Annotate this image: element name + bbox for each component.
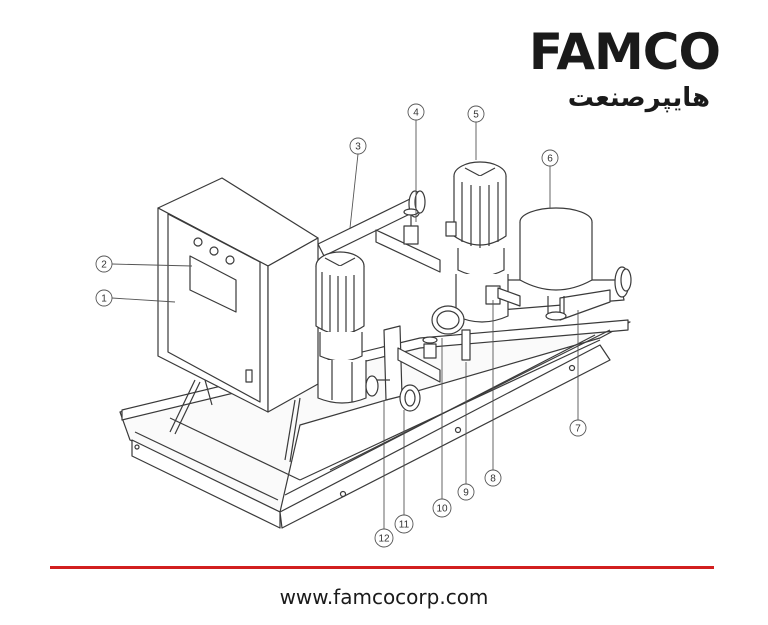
callout-2: 2 xyxy=(95,255,113,273)
brand-logo: FAMCO هایپرصنعت xyxy=(510,23,721,124)
callout-11: 11 xyxy=(394,514,414,534)
callout-9: 9 xyxy=(457,483,475,501)
callout-10: 10 xyxy=(432,498,452,518)
svg-text:6: 6 xyxy=(547,154,553,165)
suction-assembly xyxy=(365,287,521,412)
callout-1: 1 xyxy=(95,289,113,307)
gate-valve-top xyxy=(403,208,419,245)
callout-7: 7 xyxy=(569,419,587,437)
svg-text:7: 7 xyxy=(575,424,581,435)
pressure-tank xyxy=(519,207,593,321)
footer-website-url[interactable]: www.famcocorp.com xyxy=(279,585,489,609)
pump-left xyxy=(315,251,367,404)
callout-5: 5 xyxy=(467,105,485,123)
footer-divider xyxy=(50,566,714,569)
callout-4: 4 xyxy=(407,103,425,121)
brand-name-persian: هایپرصنعت xyxy=(567,83,710,113)
svg-text:11: 11 xyxy=(399,520,410,531)
svg-text:1: 1 xyxy=(101,294,107,305)
svg-text:10: 10 xyxy=(436,504,448,515)
svg-text:12: 12 xyxy=(378,534,390,545)
callout-3: 3 xyxy=(349,137,367,155)
control-panel xyxy=(157,177,319,463)
callout-12: 12 xyxy=(374,528,394,548)
pump-right xyxy=(445,161,509,323)
svg-text:5: 5 xyxy=(473,110,479,121)
svg-text:4: 4 xyxy=(413,108,419,119)
callout-leaders xyxy=(111,120,579,530)
base-skid xyxy=(119,319,631,529)
svg-text:8: 8 xyxy=(490,474,496,485)
svg-text:3: 3 xyxy=(355,142,361,153)
callout-6: 6 xyxy=(541,149,559,167)
svg-text:2: 2 xyxy=(101,260,107,271)
svg-text:9: 9 xyxy=(463,488,469,499)
brand-name-latin: FAMCO xyxy=(528,23,721,81)
callout-8: 8 xyxy=(484,469,502,487)
